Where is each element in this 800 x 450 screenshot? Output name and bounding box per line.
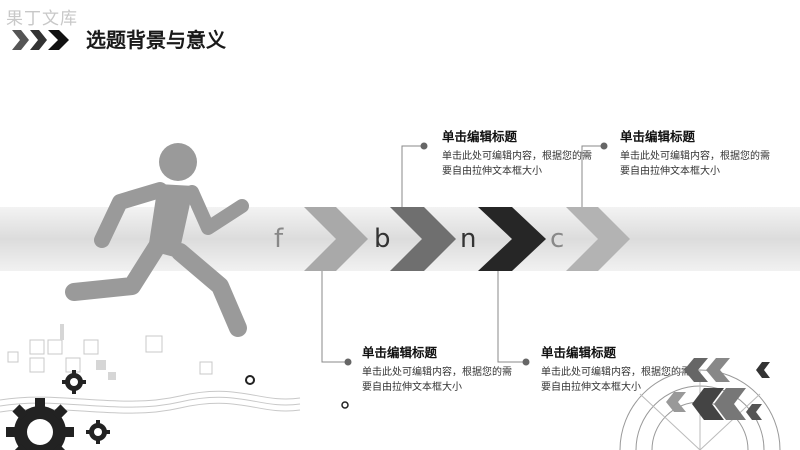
step-letter-b: b: [374, 224, 391, 254]
small-ring-icon: [245, 375, 255, 385]
small-ring-icon-2: [341, 401, 349, 409]
annotation-body[interactable]: 单击此处可编辑内容，根据您的需要自由拉伸文本框大小: [620, 151, 770, 177]
chevron-step-3: [478, 207, 546, 271]
timeline-band: [0, 207, 800, 271]
annotation-body[interactable]: 单击此处可编辑内容，根据您的需要自由拉伸文本框大小: [362, 367, 512, 393]
runner-icon: [65, 143, 249, 337]
annotation-3: 单击编辑标题 单击此处可编辑内容，根据您的需要自由拉伸文本框大小: [362, 342, 512, 395]
chevron-step-2: [390, 207, 456, 271]
annotation-title[interactable]: 单击编辑标题: [362, 345, 438, 360]
step-letter-c: c: [550, 224, 565, 254]
compass-decoration: [619, 369, 781, 450]
chevron-step-4: [566, 207, 630, 271]
annotation-body[interactable]: 单击此处可编辑内容，根据您的需要自由拉伸文本框大小: [442, 151, 592, 177]
chevron-step-1: [304, 207, 368, 271]
process-chevrons: [304, 207, 630, 271]
annotation-4: 单击编辑标题 单击此处可编辑内容，根据您的需要自由拉伸文本框大小: [541, 342, 691, 395]
step-letter-n: n: [460, 224, 477, 254]
watermark: 果丁文库: [6, 9, 78, 29]
gear-icons: [6, 370, 110, 450]
annotation-title[interactable]: 单击编辑标题: [442, 129, 518, 144]
page-title: 选题背景与意义: [86, 28, 226, 52]
arrow-cluster-icon: [666, 358, 770, 420]
chevrons-icon: [12, 30, 69, 50]
annotation-title[interactable]: 单击编辑标题: [620, 129, 696, 144]
annotation-2: 单击编辑标题 单击此处可编辑内容，根据您的需要自由拉伸文本框大小: [620, 126, 770, 179]
step-letter-f: f: [274, 224, 284, 254]
annotation-title[interactable]: 单击编辑标题: [541, 345, 617, 360]
annotation-1: 单击编辑标题 单击此处可编辑内容，根据您的需要自由拉伸文本框大小: [442, 126, 592, 179]
annotation-body[interactable]: 单击此处可编辑内容，根据您的需要自由拉伸文本框大小: [541, 367, 691, 393]
